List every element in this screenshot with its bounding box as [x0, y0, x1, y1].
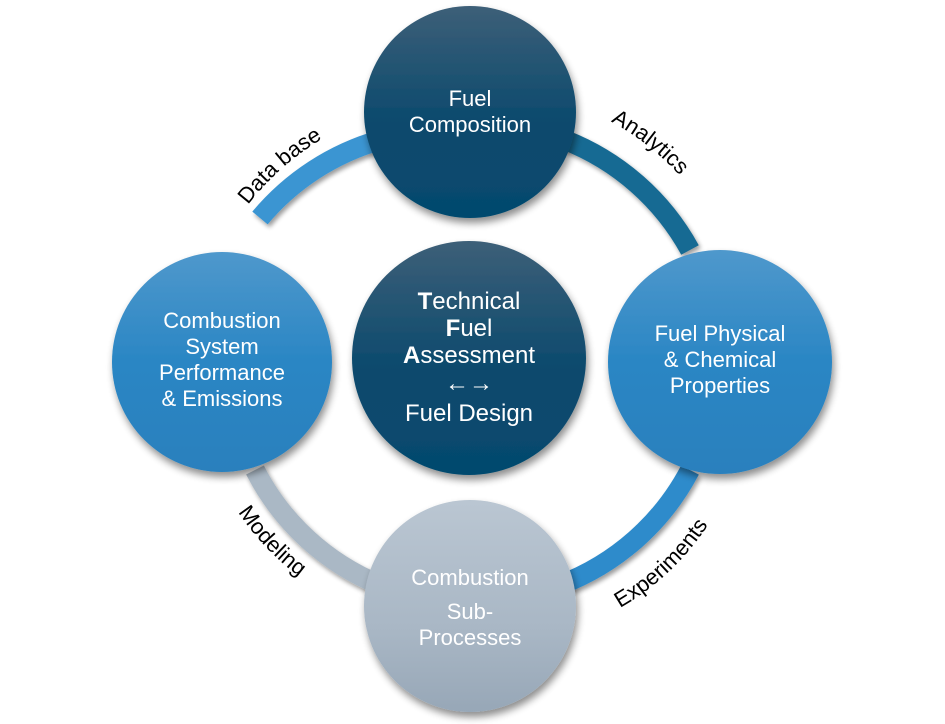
center-label-line: Fuel — [446, 315, 493, 342]
arc-top-right — [561, 130, 699, 255]
node-circle — [112, 252, 332, 472]
bidirectional-arrow-icon: ←→ — [445, 370, 493, 397]
node-label-line: Sub- — [447, 599, 493, 624]
node-combustion-system-performance: Combustion System Performance & Emission… — [112, 252, 332, 472]
node-fuel-properties: Fuel Physical & Chemical Properties — [608, 250, 832, 474]
arc-bottom-right — [556, 465, 699, 595]
node-label-line: Fuel — [449, 86, 492, 111]
node-label-line: System — [185, 334, 258, 359]
center-label-line: Assessment — [403, 342, 535, 369]
node-circle — [352, 241, 586, 475]
node-label-line: Composition — [409, 112, 531, 137]
arc-bottom-left — [246, 465, 384, 595]
node-circle — [364, 500, 576, 712]
node-label-line: Combustion — [163, 308, 280, 333]
node-technical-fuel-assessment: Technical Fuel Assessment ←→ Fuel Design — [352, 241, 586, 475]
node-label-line: Performance — [159, 360, 285, 385]
node-label-line: & Chemical — [664, 347, 776, 372]
node-label-line: & Emissions — [161, 386, 282, 411]
node-label-line: Fuel Physical — [655, 321, 786, 346]
node-circle — [364, 6, 576, 218]
center-label-line: Fuel Design — [405, 400, 533, 427]
center-label-line: Technical — [418, 288, 521, 315]
node-fuel-composition: Fuel Composition — [364, 6, 576, 218]
arc-top-left — [252, 130, 383, 225]
node-label-line: Processes — [419, 625, 522, 650]
node-combustion-sub-processes: Combustion Sub- Processes — [364, 500, 576, 712]
connecting-ring — [246, 130, 699, 595]
node-label-line: Properties — [670, 373, 770, 398]
node-label-line: Combustion — [411, 565, 528, 590]
node-circle — [608, 250, 832, 474]
